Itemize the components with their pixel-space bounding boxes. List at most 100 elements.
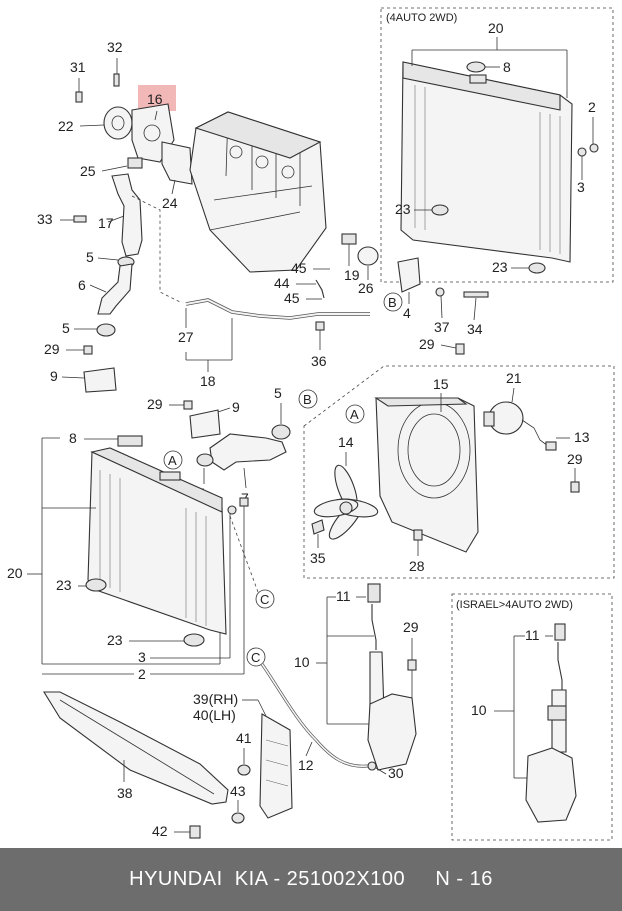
ref-a-right [345, 404, 365, 424]
fan-blade-14 [313, 464, 379, 540]
callout-inset-10: 10 [471, 702, 487, 718]
callout-39: 39(RH) [193, 691, 238, 707]
bracket-9b [189, 409, 221, 439]
callout-23b: 23 [107, 632, 123, 648]
svg-text:C: C [260, 592, 269, 607]
bolt-36 [315, 321, 325, 331]
bolt-34 [463, 291, 489, 298]
callout-44: 44 [274, 275, 290, 291]
callout-2: 2 [138, 666, 146, 682]
clamp-1 [196, 453, 214, 467]
housing-4 [397, 257, 421, 293]
ref-a-left [163, 450, 183, 470]
callout-inset-23a: 23 [395, 201, 411, 217]
callout-8: 8 [69, 430, 77, 446]
ref-b-top [383, 292, 403, 312]
footer-part-number: HYUNDAI KIA - 251002X100 N - 16 [0, 848, 622, 911]
svg-text:A: A [350, 407, 359, 422]
bolt-29d [570, 481, 580, 493]
bushing-3 [227, 505, 237, 515]
callout-11a: 11 [336, 588, 351, 604]
callout-22: 22 [58, 118, 74, 134]
bolt-29a [83, 345, 93, 355]
callout-45b: 45 [284, 290, 300, 306]
inset-mount-23b [528, 262, 546, 274]
thermostat-19 [341, 233, 357, 245]
engine-block [189, 111, 327, 273]
air-guard-39-40 [259, 713, 293, 819]
ref-c-right [246, 647, 266, 667]
hose-17 [111, 173, 143, 257]
callout-27: 27 [178, 329, 194, 345]
callout-26: 26 [358, 280, 374, 296]
inset-bushing-3 [577, 147, 587, 157]
svg-text:B: B [388, 295, 397, 310]
ref-b-mid [298, 389, 318, 409]
callout-23a: 23 [56, 577, 72, 593]
callout-17: 17 [98, 215, 114, 231]
inset-reservoir-pipe [551, 689, 567, 753]
bolt-28 [413, 529, 423, 541]
svg-text:A: A [168, 453, 177, 468]
radiator-cooling-parts-diagram: (4AUTO 2WD) 20 8 2 3 23 23 16 32 31 22 2… [7, 7, 615, 841]
callout-14: 14 [338, 434, 354, 450]
callout-41: 41 [236, 730, 252, 746]
clamp-5b [96, 323, 116, 337]
callout-30: 30 [388, 765, 404, 781]
callout-4: 4 [403, 305, 411, 321]
callout-inset-3: 3 [577, 179, 585, 195]
fan-shroud-13 [374, 397, 479, 553]
callout-29e: 29 [403, 619, 419, 635]
callout-9b: 9 [232, 399, 240, 415]
pulley-22 [103, 106, 133, 140]
callout-15: 15 [433, 376, 449, 392]
inset-cap-11 [554, 623, 566, 641]
sensor-44 [315, 279, 325, 299]
inset-bolt-2 [589, 143, 599, 153]
callout-33: 33 [37, 211, 53, 227]
callout-36: 36 [311, 353, 327, 369]
mount-23a [85, 578, 107, 592]
callout-34: 34 [467, 321, 483, 337]
hose-6 [97, 263, 133, 315]
svg-text:B: B [303, 392, 312, 407]
hose-7 [209, 433, 287, 471]
fitting-25 [127, 157, 143, 169]
inset-cap-8 [466, 61, 486, 73]
clamp-30 [367, 761, 377, 771]
callout-inset-8: 8 [503, 59, 511, 75]
ref-c-left [255, 589, 275, 609]
callout-38: 38 [117, 785, 133, 801]
under-cover-38 [43, 691, 229, 805]
bracket-9a [83, 367, 117, 393]
fan-box [303, 365, 615, 579]
callout-28: 28 [409, 558, 425, 574]
inset-auto2wd-box [380, 7, 614, 283]
clamp-5c [271, 424, 291, 440]
inset-radiator [400, 61, 573, 263]
callout-inset-23b: 23 [492, 259, 508, 275]
bolt-37 [435, 287, 445, 297]
callout-inset-2: 2 [588, 99, 596, 115]
footer-text: HYUNDAI KIA - 251002X100 N - 16 [129, 868, 493, 890]
bolt-33 [73, 215, 87, 223]
callout-20: 20 [7, 565, 23, 581]
mount-23b [183, 633, 205, 647]
bolt-2 [239, 497, 249, 507]
nut-35 [311, 519, 325, 535]
callout-25: 25 [80, 163, 96, 179]
callout-43: 43 [230, 783, 246, 799]
bolt-42 [189, 825, 201, 839]
radiator-main [87, 435, 227, 635]
callout-inset-20: 20 [488, 20, 504, 36]
callout-37: 37 [434, 319, 450, 335]
inset-auto2wd-title: (4AUTO 2WD) [386, 12, 457, 24]
callout-6: 6 [78, 277, 86, 293]
callout-31: 31 [70, 59, 86, 75]
bolt-32 [113, 73, 120, 87]
callout-19: 19 [344, 267, 360, 283]
bolt-29b [455, 343, 465, 355]
callout-9a: 9 [50, 368, 58, 384]
callout-32: 32 [107, 39, 123, 55]
callout-24: 24 [162, 195, 178, 211]
